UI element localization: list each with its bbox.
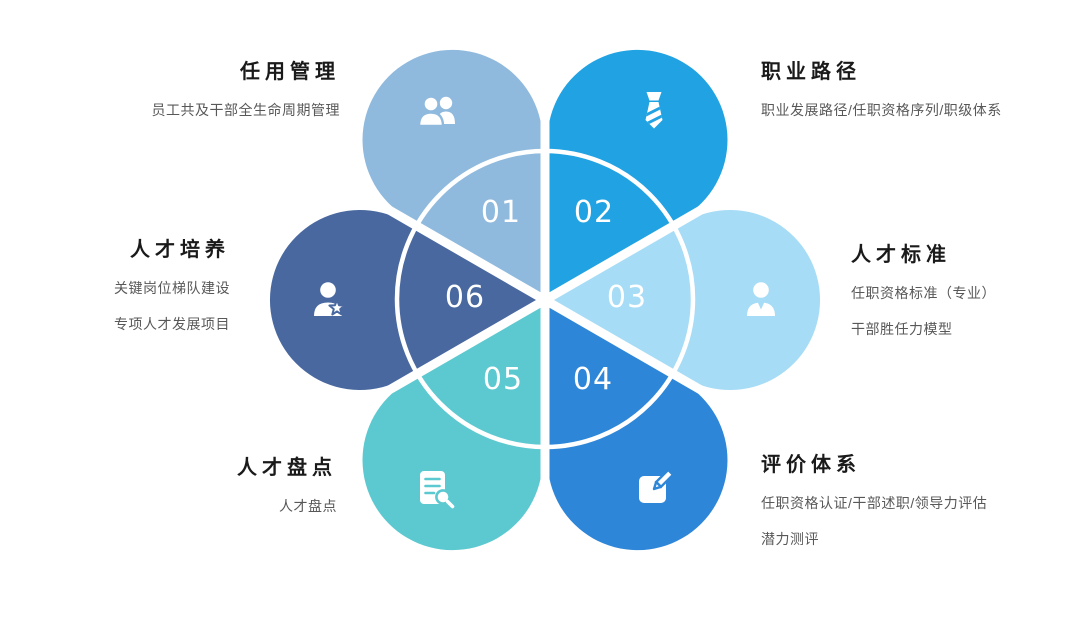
petal-desc: 职业发展路径/任职资格序列/职级体系 xyxy=(761,102,1002,118)
petal-number-06: 06 xyxy=(445,280,485,315)
petal-number-02: 02 xyxy=(574,195,614,230)
petal-number-05: 05 xyxy=(483,362,523,397)
petal-desc: 干部胜任力模型 xyxy=(851,321,953,337)
petal-desc: 潜力测评 xyxy=(761,531,819,547)
petal-desc: 人才盘点 xyxy=(279,498,337,514)
label-block-pandian: 人才盘点 人才盘点 xyxy=(237,456,337,524)
petal-06 xyxy=(269,210,545,391)
label-block-renyong: 任用管理 员工共及干部全生命周期管理 xyxy=(152,60,341,128)
petal-title: 任用管理 xyxy=(240,61,340,83)
label-block-pingjia: 评价体系 任职资格认证/干部述职/领导力评估 潜力测评 xyxy=(761,453,987,557)
petal-number-03: 03 xyxy=(607,280,647,315)
petal-desc: 员工共及干部全生命周期管理 xyxy=(151,102,340,118)
petal-number-01: 01 xyxy=(481,195,521,230)
label-block-peiyang: 人才培养 关键岗位梯队建设 专项人才发展项目 xyxy=(114,238,230,342)
petal-title: 人才标准 xyxy=(851,244,951,266)
petal-desc: 任职资格认证/干部述职/领导力评估 xyxy=(761,495,988,511)
petal-title: 职业路径 xyxy=(761,61,861,83)
petal-title: 评价体系 xyxy=(761,454,861,476)
petal-03 xyxy=(545,210,821,390)
petal-desc: 专项人才发展项目 xyxy=(114,316,230,332)
petal-title: 人才盘点 xyxy=(237,457,337,479)
petal-separators xyxy=(295,15,795,585)
person-icon xyxy=(747,282,775,316)
petal-desc: 任职资格标准（专业） xyxy=(851,285,996,301)
edit-icon xyxy=(639,468,675,503)
people-icon xyxy=(417,95,455,128)
petal-title: 人才培养 xyxy=(130,239,230,261)
petal-04 xyxy=(545,300,728,551)
label-block-biaozhun: 人才标准 任职资格标准（专业） 干部胜任力模型 xyxy=(851,243,996,347)
petal-desc: 关键岗位梯队建设 xyxy=(114,280,230,296)
petal-01 xyxy=(362,49,545,301)
petal-02 xyxy=(545,49,728,300)
petal-number-04: 04 xyxy=(573,362,613,397)
label-block-zhiye: 职业路径 职业发展路径/任职资格序列/职级体系 xyxy=(761,60,1002,128)
report-search-icon xyxy=(420,471,455,509)
petal-05 xyxy=(362,300,545,551)
person-star-icon xyxy=(314,282,346,316)
center-ring xyxy=(394,148,696,450)
